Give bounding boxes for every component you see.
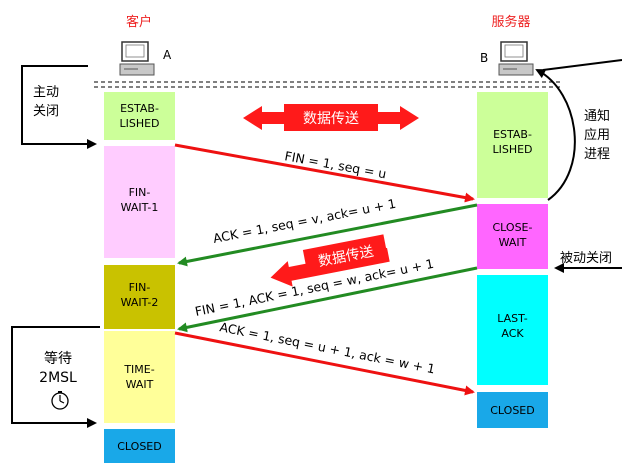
client-label: A — [163, 48, 172, 62]
svg-text:CLOSED: CLOSED — [490, 404, 534, 417]
server-top-line — [542, 59, 622, 71]
passive-close-annotation: 被动关闭 — [554, 251, 622, 273]
server-label: B — [480, 51, 488, 65]
svg-text:FIN-: FIN- — [129, 281, 151, 294]
client-state-closed: CLOSED — [104, 429, 175, 463]
svg-text:CLOSE-: CLOSE- — [493, 221, 533, 234]
svg-text:CLOSED: CLOSED — [117, 440, 161, 453]
ack1-arrow — [177, 203, 478, 267]
fin2-arrow — [177, 266, 478, 333]
server-state-last-ack: LAST- ACK — [477, 275, 548, 385]
client-state-fin-wait-1: FIN- WAIT-1 — [104, 146, 175, 258]
svg-text:LAST-: LAST- — [497, 312, 528, 325]
server-state-close-wait: CLOSE- WAIT — [477, 204, 548, 269]
svg-text:数据传送: 数据传送 — [303, 111, 359, 127]
client-state-established: ESTAB- LISHED — [104, 92, 175, 140]
svg-text:等待: 等待 — [44, 350, 72, 367]
fin1-label: FIN = 1, seq = u — [283, 148, 387, 181]
svg-text:WAIT-2: WAIT-2 — [121, 296, 159, 309]
notify-app-annotation: 通知 应用 进程 — [535, 69, 610, 201]
svg-text:LISHED: LISHED — [492, 143, 532, 156]
data-transfer-banner-2: 数据传送 — [270, 234, 390, 287]
svg-text:被动关闭: 被动关闭 — [560, 251, 612, 266]
wait-2msl-annotation: 等待 2MSL — [11, 326, 100, 428]
computer-icon — [119, 41, 155, 76]
client-state-time-wait: TIME- WAIT — [104, 331, 175, 423]
svg-text:LISHED: LISHED — [119, 117, 159, 130]
svg-text:ESTAB-: ESTAB- — [120, 102, 159, 115]
server-state-established: ESTAB- LISHED — [477, 92, 548, 198]
client-title: 客户 — [126, 14, 152, 30]
svg-text:TIME-: TIME- — [123, 363, 154, 376]
data-transfer-banner: 数据传送 — [243, 104, 419, 131]
active-close-annotation: 主动 关闭 — [21, 65, 97, 149]
svg-text:WAIT: WAIT — [499, 236, 527, 249]
client-state-fin-wait-2: FIN- WAIT-2 — [104, 265, 175, 329]
svg-text:FIN-: FIN- — [129, 186, 151, 199]
svg-text:ESTAB-: ESTAB- — [493, 128, 532, 141]
svg-text:应用: 应用 — [584, 127, 610, 143]
svg-text:进程: 进程 — [584, 147, 610, 162]
svg-text:WAIT-1: WAIT-1 — [121, 201, 159, 214]
fin1-arrow — [174, 143, 475, 203]
svg-text:通知: 通知 — [584, 108, 610, 124]
svg-text:关闭: 关闭 — [33, 104, 59, 119]
clock-icon — [51, 391, 69, 410]
svg-text:2MSL: 2MSL — [39, 370, 77, 386]
svg-text:主动: 主动 — [33, 85, 59, 100]
server-state-closed: CLOSED — [477, 392, 548, 428]
server-title: 服务器 — [491, 14, 530, 30]
svg-text:ACK: ACK — [501, 327, 524, 340]
computer-icon — [498, 41, 534, 76]
ack2-arrow — [174, 331, 475, 396]
svg-text:WAIT: WAIT — [126, 378, 154, 391]
